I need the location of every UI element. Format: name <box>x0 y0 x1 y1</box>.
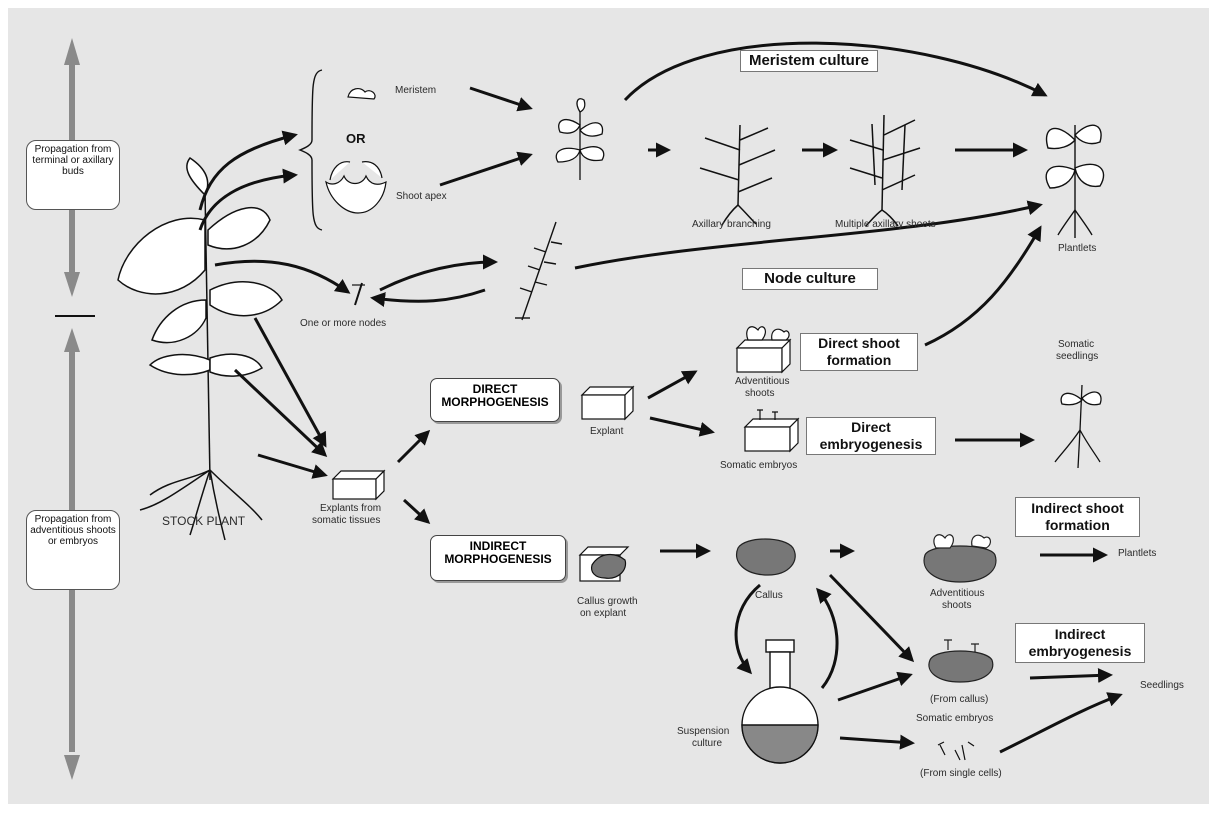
adventitious-shoots-label-2: shoots <box>745 388 775 399</box>
suspension-culture-label: Suspension <box>677 726 730 737</box>
node-shoot-icon <box>515 221 563 321</box>
terminal-buds-box: Propagation from terminal or axillary bu… <box>26 140 120 210</box>
callus-growth-label-2: on explant <box>580 608 627 619</box>
axillary-branching-label: Axillary branching <box>692 219 771 230</box>
indirect-embryogenesis-label: Indirect embryogenesis <box>1015 623 1145 663</box>
explants-label: Explants from <box>320 503 382 514</box>
stock-plant-illustration <box>117 156 283 541</box>
indirect-shoot-formation-label: Indirect shoot formation <box>1015 497 1140 537</box>
callus-growth-icon <box>578 546 630 582</box>
stock-plant-label: STOCK PLANT <box>162 514 246 528</box>
meristem-icon <box>347 87 376 100</box>
callus-embryos-icon <box>928 639 994 683</box>
suspension-flask-icon <box>741 639 819 764</box>
somatic-embryos-callus-label: Somatic embryos <box>916 713 994 724</box>
adventitious-box: Propagation from adventitious shoots or … <box>26 510 120 590</box>
flow-arrows <box>198 41 1123 754</box>
callus-shoots-icon <box>923 534 997 583</box>
somatic-seedlings-icon <box>1054 384 1102 469</box>
callus-icon <box>736 538 796 576</box>
direct-embryogenesis-label: Direct embryogenesis <box>806 417 936 455</box>
nodes-label: One or more nodes <box>300 318 387 329</box>
callus-label: Callus <box>755 590 783 601</box>
direct-shoot-formation-label: Direct shoot formation <box>800 333 918 371</box>
multiple-axillary-shoots-icon <box>849 114 921 227</box>
meristem-culture-label: Meristem culture <box>740 50 878 72</box>
explants-label-2: somatic tissues <box>312 515 381 526</box>
single-cells-label: (From single cells) <box>920 768 1002 779</box>
somatic-seedlings-label-2: seedlings <box>1056 351 1099 362</box>
explant-box-icon <box>580 385 635 421</box>
adventitious-shoots-box-icon <box>735 326 792 374</box>
seedlings-label: Seedlings <box>1140 680 1184 691</box>
somatic-embryos-label: Somatic embryos <box>720 460 798 471</box>
axillary-branching-icon <box>699 124 776 226</box>
adventitious-callus-label: Adventitious <box>930 588 985 599</box>
direct-morphogenesis-box: DIRECT MORPHOGENESIS <box>430 378 560 422</box>
node-culture-label: Node culture <box>742 268 878 290</box>
from-callus-label: (From callus) <box>930 694 989 705</box>
shoot-apex-label: Shoot apex <box>396 191 447 202</box>
meristem-label: Meristem <box>395 85 437 96</box>
plantlets-icon <box>1045 124 1105 238</box>
adventitious-shoots-label: Adventitious <box>735 376 790 387</box>
somatic-embryo-box-icon <box>743 409 800 453</box>
multiple-axillary-shoots-label: Multiple axillary shoots <box>835 219 936 230</box>
callus-growth-label: Callus growth <box>577 596 638 607</box>
explant-label: Explant <box>590 426 624 437</box>
shoot-plantlet-icon <box>555 98 605 180</box>
adventitious-callus-label-2: shoots <box>942 600 972 611</box>
single-cell-embryos-icon <box>937 741 975 761</box>
node-segment-icon <box>354 282 363 306</box>
explants-box-icon <box>331 469 386 501</box>
bracket <box>298 69 323 231</box>
indirect-morphogenesis-box: INDIRECT MORPHOGENESIS <box>430 535 566 581</box>
suspension-culture-label-2: culture <box>692 738 723 749</box>
somatic-seedlings-label: Somatic <box>1058 339 1095 350</box>
plantlets-label: Plantlets <box>1058 243 1097 254</box>
shoot-apex-icon <box>325 161 387 214</box>
plantlets-label-2: Plantlets <box>1118 548 1157 559</box>
or-label: OR <box>346 131 366 146</box>
